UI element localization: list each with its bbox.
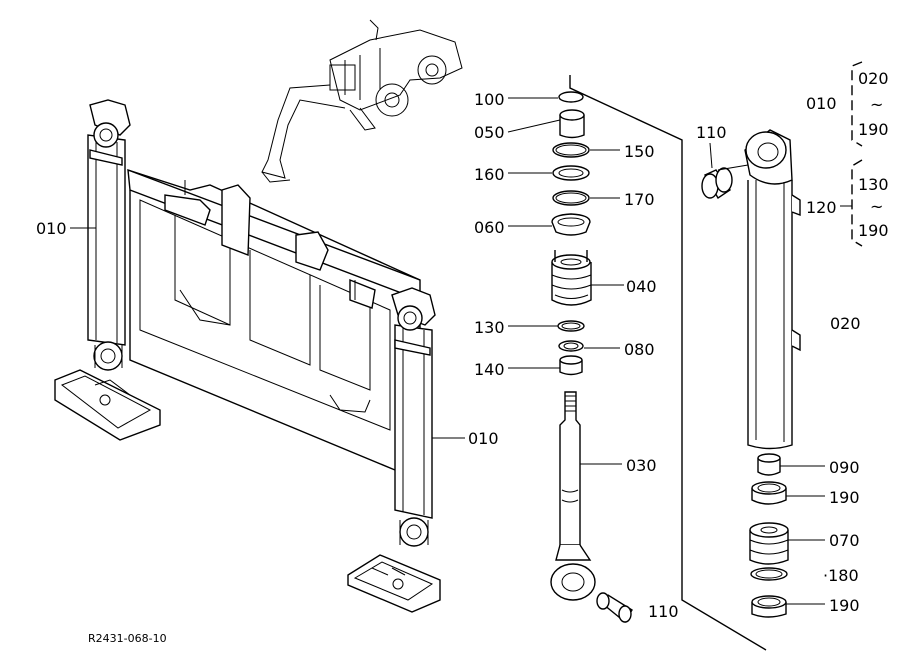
backhoe-thumbnail (261, 19, 463, 183)
exploded-parts-column (550, 75, 767, 651)
group-120-from: 130 (858, 175, 889, 194)
callout-090: 090 (829, 458, 860, 477)
leaders-right (709, 142, 852, 605)
callout-130: 130 (474, 318, 505, 337)
piston-parts (749, 453, 789, 618)
callout-170: 170 (624, 190, 655, 209)
callout-070: 070 (829, 531, 860, 550)
callout-100: 100 (474, 90, 505, 109)
group-brackets (851, 61, 863, 247)
group-010-label: 010 (806, 94, 837, 113)
callout-180: ·180 (823, 566, 859, 585)
callout-040: 040 (626, 277, 657, 296)
left-cylinder-010 (87, 99, 131, 371)
callout-110-bottom: 110 (648, 602, 679, 621)
callout-060: 060 (474, 218, 505, 237)
callout-110-top: 110 (696, 123, 727, 142)
callout-020: 020 (830, 314, 861, 333)
group-010-tilde: ~ (870, 95, 883, 114)
callout-010-left: 010 (36, 219, 67, 238)
callout-050: 050 (474, 123, 505, 142)
group-120-tilde: ~ (870, 197, 883, 216)
callout-190-b: 190 (829, 596, 860, 615)
group-120-to: 190 (858, 221, 889, 240)
leaders-centre (507, 97, 624, 465)
right-cylinder-010 (391, 287, 436, 547)
callout-120: 120 (806, 198, 837, 217)
callout-010-right: 010 (468, 429, 499, 448)
drawing-reference: R2431-068-10 (88, 632, 167, 645)
callout-080: 080 (624, 340, 655, 359)
callout-140: 140 (474, 360, 505, 379)
group-010-to: 190 (858, 120, 889, 139)
cylinder-tube-020 (701, 129, 801, 450)
group-010-from: 020 (858, 69, 889, 88)
callout-190-a: 190 (829, 488, 860, 507)
callout-030: 030 (626, 456, 657, 475)
callout-150: 150 (624, 142, 655, 161)
callout-160: 160 (474, 165, 505, 184)
